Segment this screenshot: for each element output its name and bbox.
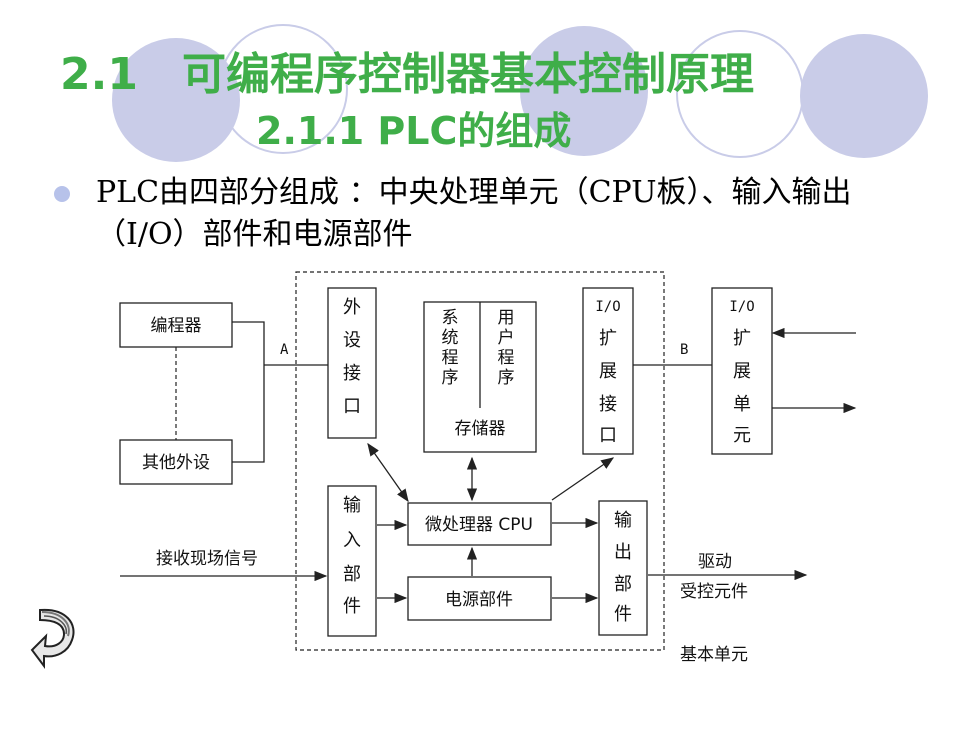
io-ext-unit-char: 扩 (733, 328, 751, 349)
output-unit-char: 部 (614, 574, 632, 595)
other-devices-box (119, 439, 233, 485)
curved-arrow-back-icon[interactable] (30, 608, 75, 669)
io-ext-unit-char: 展 (733, 361, 751, 382)
input-unit-char: 件 (343, 596, 361, 617)
drive-label-2: 受控元件 (680, 582, 748, 602)
output-unit-char: 出 (614, 542, 632, 563)
io-ext-interface-box (582, 287, 634, 455)
input-unit-char: 入 (343, 530, 361, 551)
peripheral-interface-box (327, 287, 377, 439)
arrow-peripheral-cpu (367, 442, 409, 503)
decor-circle-2 (218, 24, 348, 154)
user-program-char: 用 (498, 308, 515, 328)
peripheral-interface-char: 设 (343, 330, 361, 351)
memory-label: 存储器 (455, 419, 506, 439)
io-ext-interface-char: I/O (595, 299, 620, 315)
input-unit-char: 输 (343, 495, 361, 516)
io-ext-unit-char: 单 (733, 394, 751, 415)
output-unit-char: 输 (614, 510, 632, 531)
slide-title: 2.1 可编程序控制器基本控制原理 (60, 38, 754, 102)
output-unit-box (598, 500, 648, 636)
title-text: 可编程序控制器基本控制原理 (181, 49, 754, 100)
io-ext-interface-char: 口 (599, 425, 617, 446)
io-ext-unit-char: 元 (733, 425, 751, 446)
decor-circle-3 (520, 26, 648, 156)
power-label: 电源部件 (445, 590, 513, 610)
system-program-char: 系 (442, 308, 459, 328)
input-unit-box (327, 485, 377, 637)
input-unit-char: 部 (343, 564, 361, 585)
bullet-text: PLC由四部分组成 ：中央处理单元（CPU板）、输入输出（I/O）部件和电源部件 (96, 175, 852, 252)
system-program-char: 序 (442, 368, 459, 388)
user-program-char: 序 (498, 368, 515, 388)
label-a: A (280, 342, 289, 358)
user-program-char: 户 (498, 328, 515, 348)
io-ext-unit-box (711, 287, 773, 455)
peripheral-interface-char: 外 (343, 297, 361, 318)
bullet-dot (54, 186, 70, 202)
bus-a-left (232, 321, 265, 463)
io-ext-interface-char: 展 (599, 361, 617, 382)
basic-unit-label: 基本单元 (680, 645, 748, 665)
peripheral-interface-char: 口 (343, 396, 361, 417)
label-b: B (680, 342, 688, 358)
power-box (407, 576, 552, 621)
title-number: 2.1 (60, 49, 138, 100)
io-ext-interface-char: 扩 (599, 328, 617, 349)
programmer-label: 编程器 (151, 316, 202, 336)
slide-subtitle: 2.1.1 PLC的组成 (256, 109, 572, 153)
io-ext-unit-char: I/O (729, 299, 754, 315)
io-ext-interface-char: 接 (599, 394, 617, 415)
system-program-char: 程 (442, 348, 459, 368)
basic-unit-frame (295, 271, 665, 651)
receive-signal-label: 接收现场信号 (156, 549, 258, 569)
drive-label-1: 驱动 (698, 552, 732, 572)
system-program-char: 统 (442, 328, 459, 348)
decor-circle-5 (800, 34, 928, 158)
output-unit-char: 件 (614, 604, 632, 625)
cpu-label: 微处理器 CPU (425, 515, 533, 535)
other-devices-label: 其他外设 (142, 453, 210, 473)
cpu-box (407, 502, 552, 546)
arrow-cpu-io-ext (551, 457, 615, 501)
user-program-char: 程 (498, 348, 515, 368)
peripheral-interface-char: 接 (343, 363, 361, 384)
